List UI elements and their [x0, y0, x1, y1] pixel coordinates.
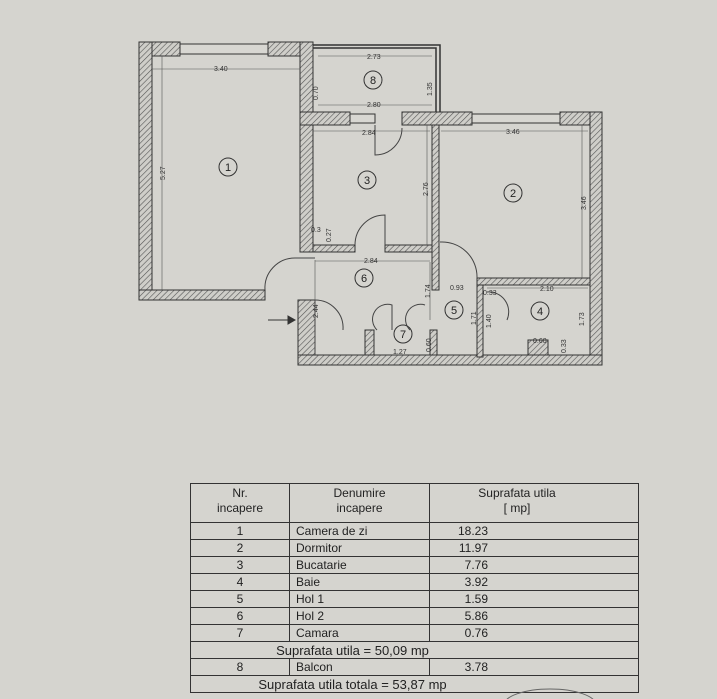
- entrance-arrow: [268, 315, 297, 325]
- cell-nr: 1: [190, 522, 290, 540]
- svg-text:0.33: 0.33: [483, 290, 497, 297]
- room-number-2: 2: [503, 183, 523, 203]
- svg-text:1.74: 1.74: [425, 284, 432, 298]
- svg-text:5: 5: [451, 305, 457, 317]
- cell-name: Hol 2: [289, 607, 430, 625]
- svg-text:2.80: 2.80: [367, 102, 381, 109]
- svg-text:5.27: 5.27: [160, 166, 167, 180]
- svg-text:0.3: 0.3: [311, 227, 321, 234]
- dimension-labels: 3.40 5.27 2.73 2.80 1.35 0.70 2.84 2.76 …: [160, 54, 588, 356]
- svg-text:0.27: 0.27: [326, 228, 333, 242]
- room-number-7: 7: [393, 324, 413, 344]
- cell-nr: 3: [190, 556, 290, 574]
- cell-nr: 6: [190, 607, 290, 625]
- cell-nr: 4: [190, 573, 290, 591]
- room-number-3: 3: [357, 170, 377, 190]
- svg-text:1: 1: [225, 162, 231, 174]
- svg-text:6: 6: [361, 273, 367, 285]
- cell-area: 3.92: [429, 573, 639, 591]
- cell-area: 11.97: [429, 539, 639, 557]
- svg-text:1.35: 1.35: [427, 82, 434, 96]
- cell-area: 3.78: [429, 658, 639, 676]
- header-area-line2: [ mp]: [503, 501, 531, 515]
- room-number-4: 4: [530, 301, 550, 321]
- balcony-outline: [313, 44, 441, 112]
- room-number-6: 6: [354, 268, 374, 288]
- cell-name: Camara: [289, 624, 430, 642]
- svg-text:0.60: 0.60: [426, 338, 433, 352]
- header-nr-line2: incapere: [216, 501, 264, 515]
- svg-text:7: 7: [400, 329, 406, 341]
- cell-area: 7.76: [429, 556, 639, 574]
- svg-text:1.73: 1.73: [579, 312, 586, 326]
- header-nr-line1: Nr.: [232, 486, 248, 500]
- cell-nr: 2: [190, 539, 290, 557]
- svg-text:1.71: 1.71: [471, 311, 478, 325]
- cell-name: Bucatarie: [289, 556, 430, 574]
- subtotal-row: Suprafata utila = 50,09 mp: [190, 641, 639, 659]
- svg-text:2.76: 2.76: [423, 182, 430, 196]
- svg-text:4: 4: [537, 306, 543, 318]
- svg-text:3.46: 3.46: [581, 196, 588, 210]
- door-swings: [264, 125, 510, 331]
- floor-plan: 1 2 3 4 5 6 7 8 3.40 5.27 2.73 2.80 1.35…: [138, 41, 603, 366]
- subtotal-text: Suprafata utila = 50,09 mp: [190, 641, 639, 659]
- svg-text:3.46: 3.46: [506, 129, 520, 136]
- svg-text:2.44: 2.44: [313, 304, 320, 318]
- room-number-5: 5: [444, 300, 464, 320]
- svg-text:2.73: 2.73: [367, 54, 381, 61]
- room-numbers: 1 2 3 4 5 6 7 8: [218, 70, 550, 344]
- svg-text:2.10: 2.10: [540, 286, 554, 293]
- cell-name: Camera de zi: [289, 522, 430, 540]
- total-row: Suprafata utila totala = 53,87 mp: [190, 675, 639, 693]
- cell-name: Baie: [289, 573, 430, 591]
- walls: [138, 41, 603, 366]
- cell-area: 18.23: [429, 522, 639, 540]
- cell-name: Hol 1: [289, 590, 430, 608]
- cell-nr: 5: [190, 590, 290, 608]
- header-area-line1: Suprafata utila: [478, 486, 556, 500]
- svg-text:0.33: 0.33: [561, 339, 568, 353]
- stamp: [506, 688, 594, 699]
- room-number-8: 8: [363, 70, 383, 90]
- cell-nr: 7: [190, 624, 290, 642]
- svg-text:3: 3: [364, 175, 370, 187]
- svg-text:0.70: 0.70: [313, 86, 320, 100]
- cell-name: Dormitor: [289, 539, 430, 557]
- cell-area: 0.76: [429, 624, 639, 642]
- cell-area: 1.59: [429, 590, 639, 608]
- svg-text:0.60: 0.60: [533, 338, 547, 345]
- header-name-line1: Denumire: [333, 486, 386, 500]
- cell-nr: 8: [190, 658, 290, 676]
- total-text: Suprafata utila totala = 53,87 mp: [190, 675, 639, 693]
- dimension-lines: [152, 55, 588, 355]
- svg-text:0.93: 0.93: [450, 285, 464, 292]
- svg-text:8: 8: [370, 75, 376, 87]
- cell-name: Balcon: [289, 658, 430, 676]
- svg-text:1.27: 1.27: [393, 349, 407, 356]
- svg-text:1.40: 1.40: [486, 314, 493, 328]
- cell-area: 5.86: [429, 607, 639, 625]
- svg-text:2.84: 2.84: [362, 130, 376, 137]
- header-name-line2: incapere: [336, 501, 383, 515]
- svg-text:2: 2: [510, 188, 516, 200]
- room-number-1: 1: [218, 157, 238, 177]
- svg-text:3.40: 3.40: [214, 66, 228, 73]
- svg-text:2.84: 2.84: [364, 258, 378, 265]
